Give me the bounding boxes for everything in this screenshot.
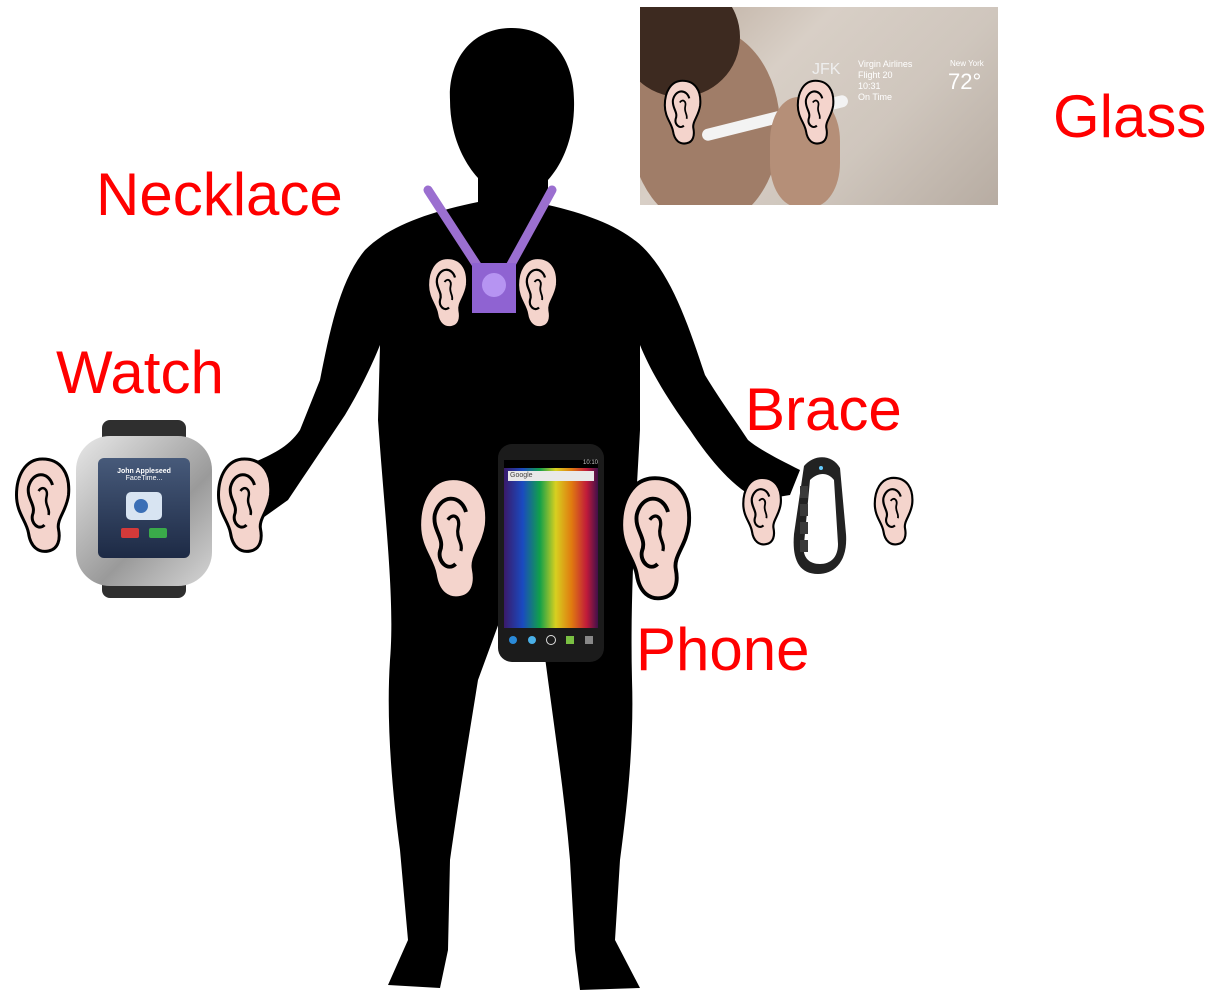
phone-call-icon	[509, 636, 517, 644]
glass-label: Glass	[1053, 87, 1206, 147]
decline-call-icon	[121, 528, 139, 538]
hud-city: New York	[950, 59, 984, 68]
hud-airline: Virgin Airlines	[858, 59, 912, 69]
phone-clock: 10:10	[583, 460, 598, 466]
brace-label: Brace	[745, 380, 902, 440]
phone-ear-left-icon	[408, 473, 498, 603]
apps-icon	[546, 635, 556, 645]
watch-ear-left-icon	[10, 455, 75, 555]
phone-search-label: Google	[510, 472, 533, 479]
necklace-ear-left-icon	[420, 255, 475, 330]
phone-label: Phone	[636, 620, 810, 680]
camera-icon	[585, 636, 593, 644]
brace-ear-right-icon	[866, 475, 921, 547]
phone-dock	[504, 628, 598, 652]
glass-ear-right-icon	[788, 78, 843, 146]
accept-call-icon	[149, 528, 167, 538]
watch-screen: John Appleseed FaceTime...	[98, 458, 190, 558]
necklace-ear-right-icon	[510, 255, 565, 330]
hud-temperature: 72°	[948, 69, 981, 95]
browser-icon	[528, 636, 536, 644]
hud-time: 10:31	[858, 81, 881, 91]
hud-airport: JFK	[812, 61, 840, 79]
phone-ear-right-icon	[610, 473, 700, 603]
watch-ear-right-icon	[212, 455, 277, 555]
video-camera-icon	[126, 492, 162, 520]
phone-search-bar: Google	[508, 471, 594, 481]
watch-label: Watch	[56, 343, 224, 403]
brace-ear-left-icon	[737, 475, 787, 547]
phone-device: 10:10 Google	[498, 444, 604, 662]
watch-device: John Appleseed FaceTime...	[72, 420, 216, 598]
phone-status-bar: 10:10	[504, 460, 598, 468]
glass-ear-left-icon	[655, 78, 710, 146]
watch-caller: John Appleseed	[98, 468, 190, 475]
hud-flight: Flight 20	[858, 70, 893, 80]
necklace-label: Necklace	[96, 165, 343, 225]
messages-icon	[566, 636, 574, 644]
watch-call-type: FaceTime...	[98, 475, 190, 482]
hud-status: On Time	[858, 92, 892, 102]
phone-screen: 10:10 Google	[504, 460, 598, 628]
brace-device	[788, 454, 854, 576]
